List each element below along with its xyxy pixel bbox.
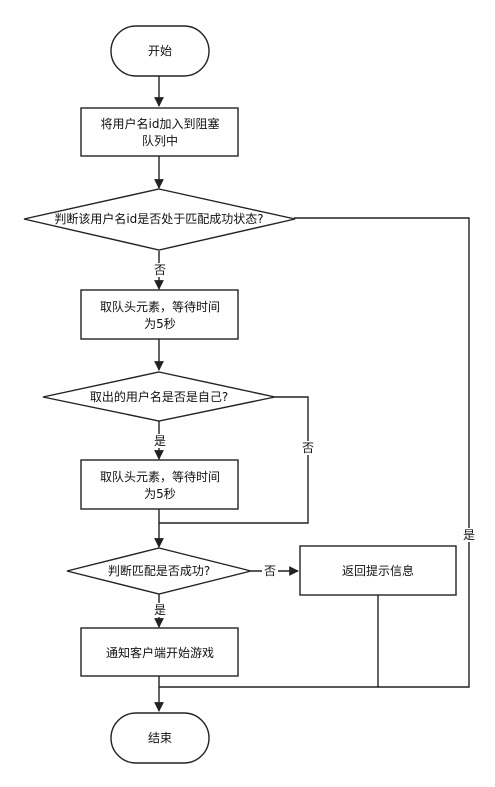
node-return-info-label: 返回提示信息 (342, 563, 414, 578)
node-end: 结束 (110, 712, 210, 764)
node-match-success-label: 判断匹配是否成功? (108, 563, 210, 578)
node-match-success: 判断匹配是否成功? (66, 547, 252, 595)
node-check-matched: 判断该用户名id是否处于匹配成功状态? (23, 188, 296, 251)
node-is-self: 取出的用户名是否是自己? (42, 371, 276, 422)
node-take-wait-2-line1: 取队头元素，等待时间 (100, 469, 220, 484)
edge-label-no-match: 否 (264, 564, 276, 578)
edge-label-yes-matched: 是 (463, 528, 475, 542)
node-start: 开始 (110, 25, 210, 77)
node-start-label: 开始 (148, 44, 172, 58)
edge-label-no-1: 否 (154, 263, 166, 277)
edge-label-yes-match: 是 (154, 603, 166, 617)
node-add-to-queue: 将用户名id加入到阻塞 队列中 (80, 107, 239, 157)
edge-self-no (159, 396, 309, 524)
node-check-matched-label: 判断该用户名id是否处于匹配成功状态? (54, 211, 263, 226)
node-take-wait-2: 取队头元素，等待时间 为5秒 (80, 459, 239, 510)
node-notify-client-label: 通知客户端开始游戏 (106, 645, 214, 660)
edge-label-no-self: 否 (302, 441, 314, 455)
node-take-wait-1: 取队头元素，等待时间 为5秒 (80, 289, 239, 340)
node-add-to-queue-line2: 队列中 (142, 133, 178, 148)
node-add-to-queue-line1: 将用户名id加入到阻塞 (101, 116, 220, 131)
node-return-info: 返回提示信息 (299, 545, 457, 596)
node-end-label: 结束 (148, 731, 172, 745)
node-take-wait-1-line2: 为5秒 (144, 317, 176, 331)
node-take-wait-1-line1: 取队头元素，等待时间 (100, 299, 220, 314)
node-is-self-label: 取出的用户名是否是自己? (90, 389, 228, 404)
edge-labels: 否 是 否 否 是 是 (152, 263, 477, 617)
edge-check-yes (294, 217, 470, 688)
node-take-wait-2-line2: 为5秒 (144, 487, 176, 501)
node-notify-client: 通知客户端开始游戏 (80, 627, 239, 677)
edge-label-yes-self: 是 (154, 434, 166, 448)
